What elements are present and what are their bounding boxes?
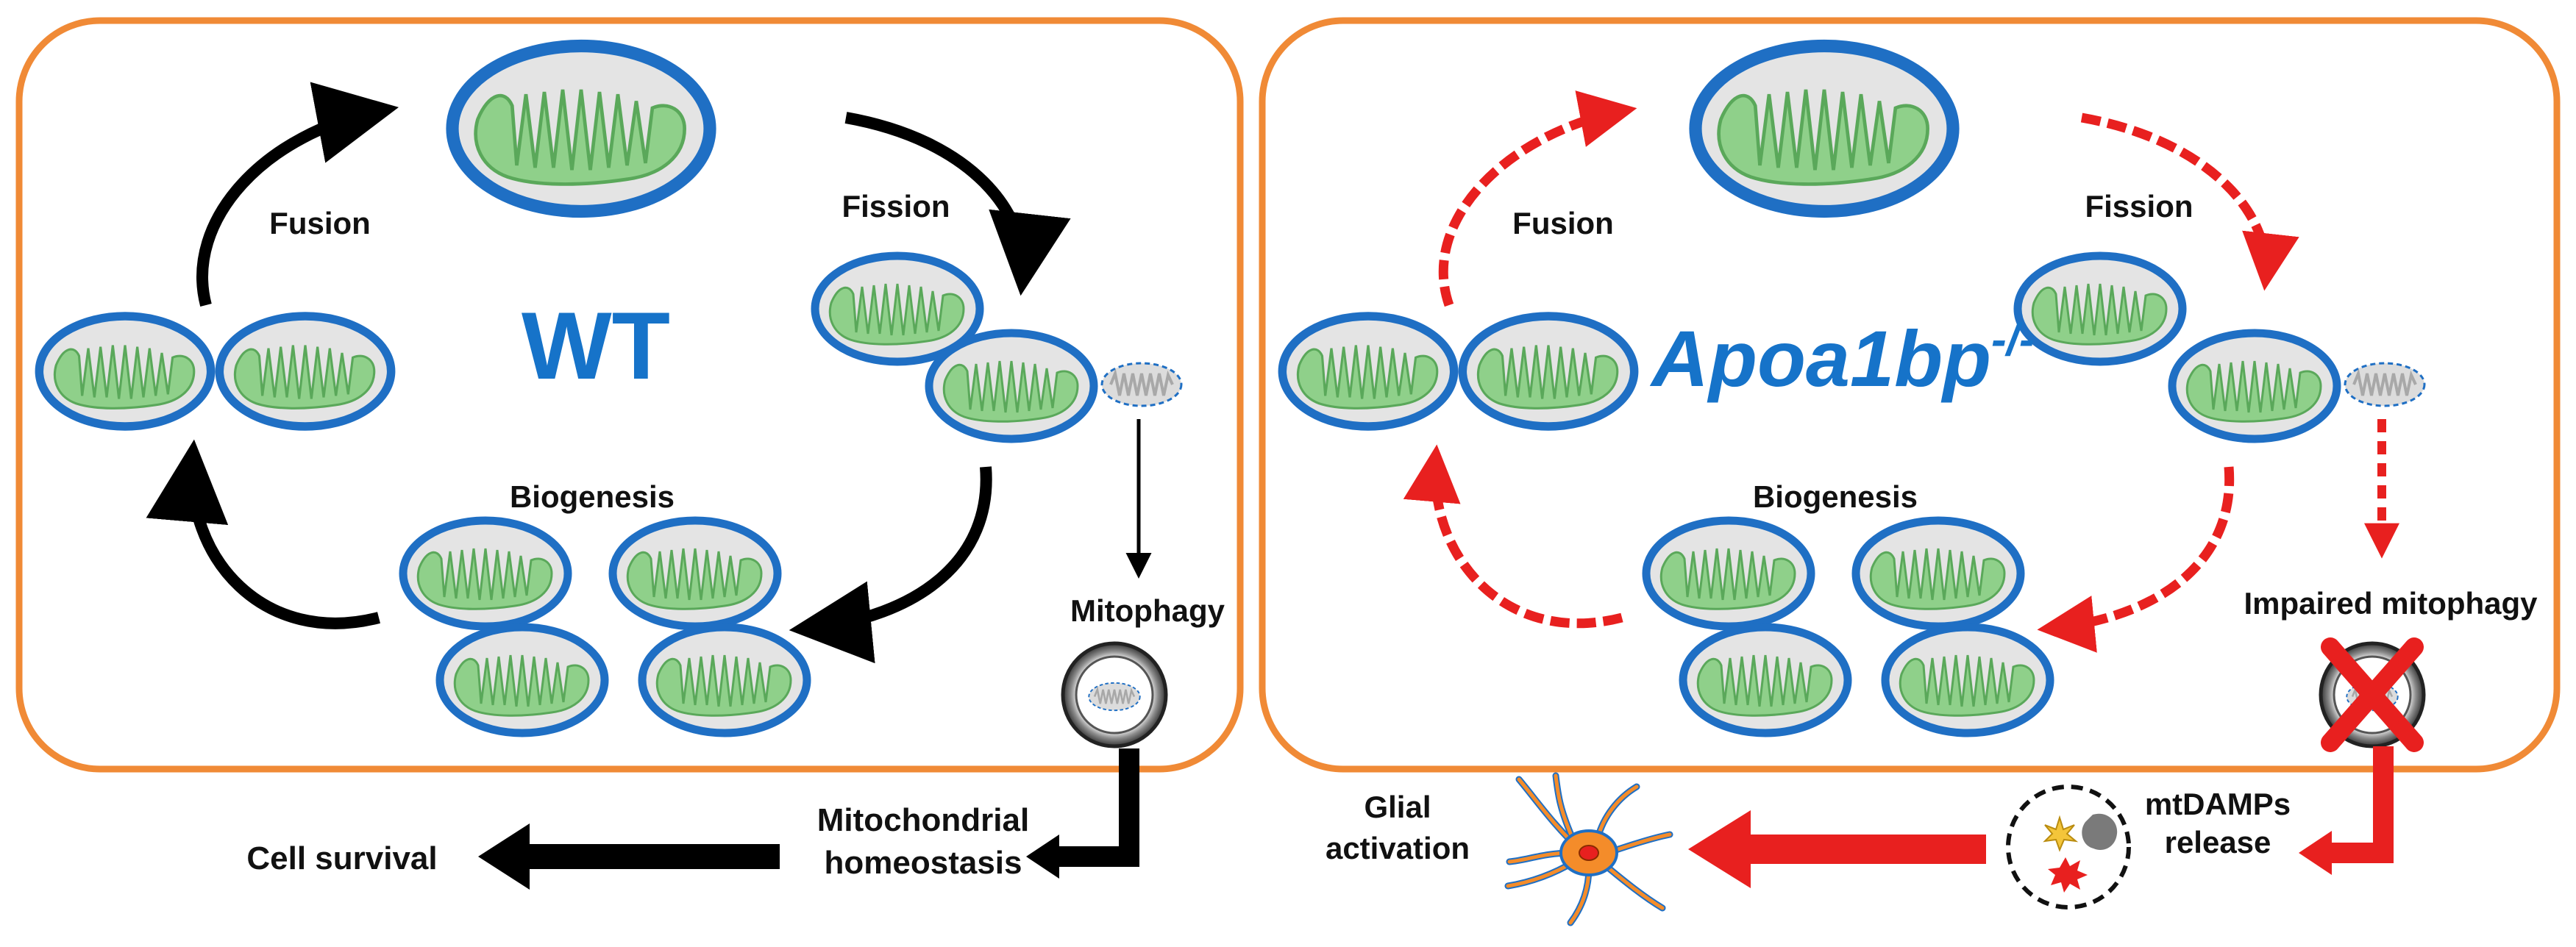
wt-mito-damaged [1100, 362, 1183, 407]
ko-mito-fission-upper [2018, 256, 2182, 362]
wt-homeostasis-connector [1059, 748, 1139, 867]
wt-fission-arrow [844, 112, 1071, 296]
ko-glial-arrow-shaft [1751, 835, 1986, 864]
ko-mito-top [1696, 46, 1953, 212]
damp-star-icon [2043, 815, 2079, 852]
ko-biogenesis-label: Biogenesis [1753, 479, 1918, 514]
wt-mito-fused-left [39, 316, 210, 426]
ko-mito-biogenesis-3 [1683, 627, 1848, 733]
damp-particle-icon [2082, 813, 2118, 850]
wt-mito-fission-lower [929, 333, 1094, 439]
ko-mito-biogenesis-4 [1885, 627, 2050, 733]
ko-mito-damaged [2344, 362, 2426, 407]
ko-block-x-icon [2321, 637, 2424, 752]
wt-survival-arrowhead [478, 823, 530, 890]
ko-mito-biogenesis-1 [1646, 521, 1811, 626]
wt-biogenesis-label: Biogenesis [510, 479, 675, 514]
ko-center-label-main: Apoa1bp [1649, 314, 1991, 403]
damp-burst-icon [2048, 857, 2088, 893]
ko-fusion-label: Fusion [1512, 206, 1614, 240]
wt-outcome-flow: Mitochondrial homeostasis Cell survival [246, 748, 1139, 890]
wt-biogenesis-arrow-left [146, 439, 380, 629]
mtdamps-label-line1: mtDAMPs [2145, 787, 2291, 821]
wt-fusion-label: Fusion [269, 206, 371, 240]
wt-mito-biogenesis-4 [642, 627, 807, 733]
ko-fission-label: Fission [2085, 189, 2193, 224]
ko-biogenesis-arrow-left [1403, 444, 1623, 629]
ko-mtdamps-arrowhead [2299, 831, 2332, 875]
mtdamps-label-line2: release [2165, 825, 2271, 860]
wt-panel-border [15, 17, 1244, 773]
ko-mito-fused-right [1462, 316, 1634, 426]
wt-mito-biogenesis-3 [440, 627, 605, 733]
wt-fission-label: Fission [842, 189, 950, 224]
wt-mitophagy-label: Mitophagy [1070, 593, 1225, 628]
ko-impaired-mitophagy-label: Impaired mitophagy [2244, 586, 2538, 621]
wt-autophagosome [1061, 641, 1168, 748]
glial-cell-icon [1504, 772, 1673, 926]
mtdamps-vesicle [2006, 785, 2131, 910]
ko-center-label-super: -/- [1991, 315, 2035, 365]
ko-biogenesis-arrow-right [2037, 466, 2235, 653]
ko-panel: Fusion Fission Apoa1bp-/- Biogenesis Imp… [1259, 17, 2561, 773]
wt-mito-fused-right [219, 316, 391, 426]
wt-panel: Fusion Fission WT Biogenesis Mitophagy [15, 17, 1244, 773]
glial-label-line2: activation [1326, 831, 1470, 865]
ko-fission-arrow [2080, 112, 2299, 291]
ko-glial-arrowhead [1688, 810, 1751, 888]
ko-mito-fission-lower [2172, 333, 2337, 439]
ko-fusion-arrow-top [1438, 90, 1637, 307]
wt-survival-label: Cell survival [246, 840, 437, 876]
wt-homeostasis-label-line2: homeostasis [825, 845, 1022, 881]
ko-panel-border [1259, 17, 2561, 773]
wt-homeostasis-label-line1: Mitochondrial [817, 802, 1029, 838]
ko-mito-biogenesis-2 [1856, 521, 2021, 626]
glial-label-line1: Glial [1364, 790, 1431, 824]
wt-center-label: WT [522, 292, 670, 399]
wt-fusion-arrow [196, 82, 399, 307]
ko-center-label: Apoa1bp-/- [1649, 314, 2035, 403]
wt-biogenesis-arrow-right [789, 466, 992, 664]
wt-mito-biogenesis-2 [613, 521, 778, 626]
wt-mito-top [452, 46, 710, 212]
ko-mito-fused-left [1282, 316, 1454, 426]
ko-mtdamps-connector [2332, 746, 2394, 863]
ko-outcome-flow: mtDAMPs release Glial activation [1326, 746, 2394, 926]
wt-mito-biogenesis-1 [403, 521, 568, 626]
wt-homeostasis-arrowhead [1026, 835, 1059, 879]
ko-blocked-autophagosome [2319, 637, 2426, 752]
wt-survival-arrow-shaft [530, 844, 780, 869]
